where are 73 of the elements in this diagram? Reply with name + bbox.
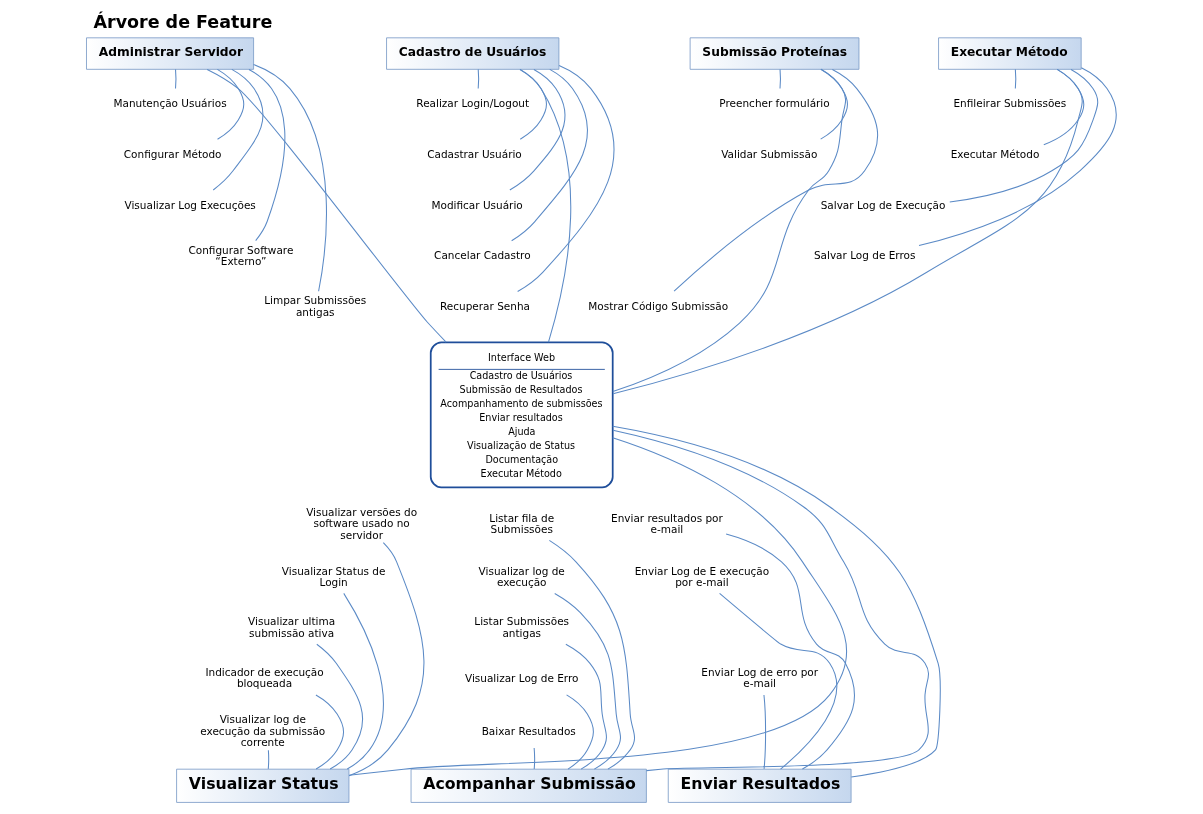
connector (820, 68, 848, 140)
node-box: Executar Método (938, 37, 1082, 70)
node-text: Visualizar Log Execuções (124, 198, 256, 211)
connector (612, 68, 847, 393)
node-text: Visualizar Log de Erro (464, 671, 579, 684)
connector (477, 68, 480, 90)
node-text: Enfileirar Submissões (953, 97, 1067, 110)
node-text: Enviar Log de E execução por e-mail (634, 564, 770, 588)
node-text: Recuperar Senha (439, 299, 530, 312)
connector (763, 694, 767, 770)
connector (918, 67, 1117, 247)
node-text: Visualizar ultima submissão ativa (248, 615, 336, 639)
node-text: Executar Método (950, 147, 1040, 160)
node-text: Visualizar log de execução (478, 564, 565, 588)
node-text: Visualizar versões do software usado no servidor (306, 506, 418, 541)
node-text: Preencher formulário (719, 97, 830, 110)
connector (725, 533, 856, 770)
connector (216, 68, 245, 140)
connector (343, 592, 384, 770)
connector (212, 68, 264, 191)
node-box: Administrar Servidor (86, 37, 255, 70)
node-text: Limpar Submissões antigas (264, 294, 367, 318)
connector (315, 694, 345, 770)
node-box: Enviar Resultados (667, 768, 852, 803)
connector (1043, 68, 1085, 146)
node-box: Interface Web Cadastro de Usuários Submissão de Resultados Acompanhamento de submissões Enviar resultados Ajuda Visualização de Status Documentação Executar Método (429, 341, 614, 489)
connector (175, 68, 177, 90)
node-box: Submissão Proteínas (689, 37, 860, 70)
node-text: Realizar Login/Logout (416, 97, 530, 110)
node-text: Modificar Usuário (431, 198, 523, 211)
diagram-title: Árvore de Feature (93, 12, 273, 33)
connector (779, 68, 781, 90)
node-box: Cadastro de Usuários (386, 37, 560, 70)
node-text: Salvar Log de Erros (813, 249, 916, 262)
connector (511, 68, 588, 242)
node-box: Acompanhar Submissão (410, 768, 647, 803)
connector (548, 539, 636, 770)
node-text: Baixar Resultados (481, 724, 576, 737)
node-text: Listar fila de Submissões (489, 511, 555, 536)
node-text: Enviar Log de erro por e-mail (701, 666, 819, 690)
connector (719, 592, 838, 770)
node-text: Visualizar log de execução da submissão corrente (200, 713, 326, 749)
node-text: Visualizar Status de Login (281, 564, 386, 588)
connector (949, 68, 1099, 203)
connector (566, 694, 594, 770)
connector (348, 437, 848, 776)
node-box: Visualizar Status (176, 768, 350, 803)
connector (612, 68, 1083, 395)
node-text: Cadastrar Usuário (427, 147, 522, 160)
connector (253, 63, 327, 292)
node-text: Listar Submissões antigas (474, 615, 570, 639)
connector (509, 68, 566, 191)
node-text: Manutenção Usuários (113, 97, 227, 110)
node-text: Mostrar Código Submissão (588, 299, 729, 312)
node-text: Configurar Software “Externo” (188, 243, 294, 267)
connector (1014, 68, 1017, 90)
connector (673, 68, 879, 292)
node-text: Configurar Método (123, 147, 222, 160)
connector (533, 747, 536, 770)
node-text: Enviar resultados por e-mail (611, 511, 723, 536)
connector (206, 68, 447, 343)
node-text: Salvar Log de Execução (820, 198, 946, 211)
connector (554, 592, 621, 770)
connector (517, 64, 615, 292)
node-text: Cancelar Cadastro (434, 249, 531, 262)
connector (267, 749, 270, 770)
connector (316, 643, 364, 770)
connector (248, 68, 286, 242)
connector (565, 643, 607, 770)
node-text: Validar Submissão (721, 147, 818, 160)
node-text: Indicador de execução bloqueada (205, 666, 324, 690)
connector (519, 68, 572, 343)
connector (519, 68, 547, 140)
